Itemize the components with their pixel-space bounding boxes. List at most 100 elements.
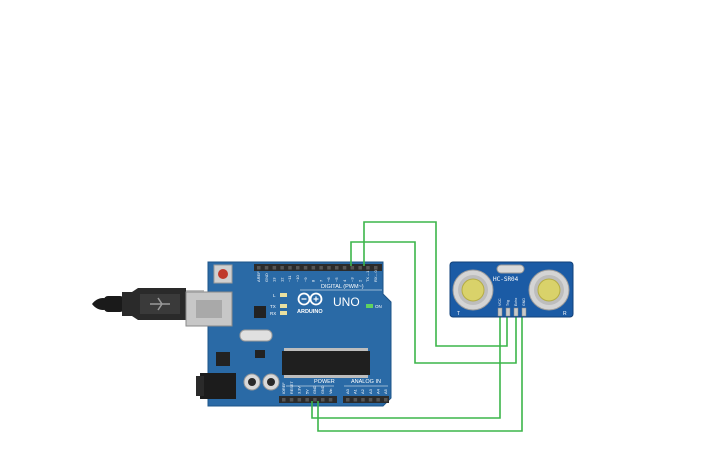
- sensor-pin[interactable]: [513, 307, 519, 317]
- analog-header[interactable]: [343, 396, 389, 403]
- brand-label: ARDUINO: [297, 309, 323, 315]
- sensor-pin-label: VCC: [498, 298, 502, 306]
- analog-pin-label: A2: [360, 388, 365, 394]
- power-pin-label: Vin: [329, 389, 333, 394]
- tx-led: [280, 304, 287, 308]
- sensor-crystal: [496, 264, 525, 274]
- analog-pin[interactable]: [353, 398, 358, 402]
- digital-pin-label: ~10: [295, 274, 300, 282]
- digital-pin-label: 7: [318, 279, 323, 282]
- analog-pin[interactable]: [376, 398, 380, 402]
- power-pin-label: IOREF: [282, 382, 286, 394]
- digital-pin-label: 4: [342, 279, 347, 282]
- digital-pin-label: ~3: [350, 277, 355, 282]
- digital-pin-label: 13: [272, 277, 277, 282]
- digital-pin[interactable]: [350, 266, 355, 270]
- power-pin-label: 3.3V: [298, 386, 302, 394]
- sensor-model-label: HC-SR04: [493, 276, 519, 283]
- digital-pin[interactable]: [296, 266, 300, 270]
- regulator: [216, 352, 230, 366]
- usb-chip: [254, 306, 266, 318]
- power-pin-label: GND: [321, 385, 325, 394]
- sensor-pin-label: Trig: [506, 300, 510, 306]
- digital-pin-label: ~5: [334, 277, 339, 282]
- digital-pin[interactable]: [303, 266, 308, 270]
- arduino-logo-icon: [297, 292, 323, 306]
- analog-pin[interactable]: [368, 398, 373, 402]
- l-led: [280, 293, 287, 297]
- digital-pin-label: AREF: [256, 271, 261, 282]
- power-pin[interactable]: [328, 398, 333, 402]
- wires[interactable]: [311, 221, 523, 432]
- digital-pin[interactable]: [374, 266, 378, 270]
- digital-pin[interactable]: [366, 266, 370, 270]
- sensor-left-mark: T: [457, 311, 460, 317]
- digital-pin[interactable]: [319, 266, 323, 270]
- digital-pin[interactable]: [288, 266, 292, 270]
- digital-pin-label: TX→1: [365, 270, 370, 282]
- digital-pin-label: 2: [357, 279, 362, 282]
- atmega-chip: [282, 351, 370, 375]
- wire-vcc: [311, 312, 501, 419]
- tx-led-label: TX: [270, 304, 276, 309]
- receiver-icon: [528, 269, 570, 311]
- analog-header-label: ANALOG IN: [351, 379, 381, 385]
- sensor-pin[interactable]: [497, 307, 503, 317]
- model-label: UNO: [333, 295, 360, 309]
- power-pin[interactable]: [305, 398, 309, 402]
- power-pin-label: 5V: [305, 389, 309, 394]
- power-pin[interactable]: [282, 398, 286, 402]
- hc-sr04-sensor[interactable]: HC-SR04 T R VCC Trig Echo GND: [449, 261, 574, 318]
- analog-pin-label: A1: [353, 388, 358, 394]
- digital-pin[interactable]: [311, 266, 316, 270]
- sensor-pin-label: Echo: [514, 298, 518, 306]
- digital-pin-label: 8: [311, 279, 316, 282]
- rx-led: [280, 311, 287, 315]
- on-led: [366, 304, 373, 308]
- digital-pin-label: ~11: [287, 275, 292, 282]
- analog-pin-label: A4: [375, 388, 380, 394]
- l-led-label: L: [273, 293, 276, 298]
- power-pin[interactable]: [297, 398, 302, 402]
- transmitter-icon: [452, 269, 494, 311]
- digital-pin[interactable]: [264, 266, 269, 270]
- analog-pin-label: A5: [383, 388, 388, 394]
- power-pin-label: GND: [313, 385, 317, 394]
- analog-pin-label: A3: [368, 388, 373, 394]
- wire-gnd: [317, 312, 523, 432]
- dc-power-jack: [200, 373, 236, 399]
- digital-pin-label: ~9: [303, 277, 308, 282]
- digital-pin[interactable]: [342, 266, 347, 270]
- digital-header-label: DIGITAL (PWM~): [321, 284, 364, 290]
- power-header-label: POWER: [314, 379, 335, 385]
- analog-pin[interactable]: [361, 398, 365, 402]
- power-pin-label: RESET: [290, 381, 294, 394]
- digital-pin[interactable]: [280, 266, 284, 270]
- digital-pin[interactable]: [358, 266, 362, 270]
- sensor-pin-label: GND: [522, 298, 526, 306]
- digital-pin[interactable]: [272, 266, 277, 270]
- power-pin[interactable]: [313, 398, 317, 402]
- digital-header[interactable]: [254, 264, 382, 271]
- sensor-right-mark: R: [563, 311, 567, 317]
- analog-pin-label: A0: [345, 388, 350, 394]
- digital-pin[interactable]: [257, 266, 261, 270]
- digital-pin[interactable]: [327, 266, 331, 270]
- crystal-oscillator: [239, 329, 273, 342]
- analog-pin[interactable]: [384, 398, 388, 402]
- digital-pin-label: GND: [264, 273, 269, 282]
- rx-led-label: RX: [270, 311, 276, 316]
- analog-pin[interactable]: [346, 398, 350, 402]
- on-led-label: ON: [375, 304, 382, 309]
- sensor-pin[interactable]: [521, 307, 527, 317]
- power-pin[interactable]: [321, 398, 325, 402]
- digital-pin-label: RX←0: [373, 269, 378, 282]
- digital-pin-label: ~6: [326, 277, 331, 282]
- power-pin[interactable]: [289, 398, 294, 402]
- digital-pin[interactable]: [335, 266, 339, 270]
- digital-pin-label: 12: [279, 277, 284, 282]
- wire-echo: [350, 241, 517, 364]
- sensor-pin[interactable]: [505, 307, 511, 317]
